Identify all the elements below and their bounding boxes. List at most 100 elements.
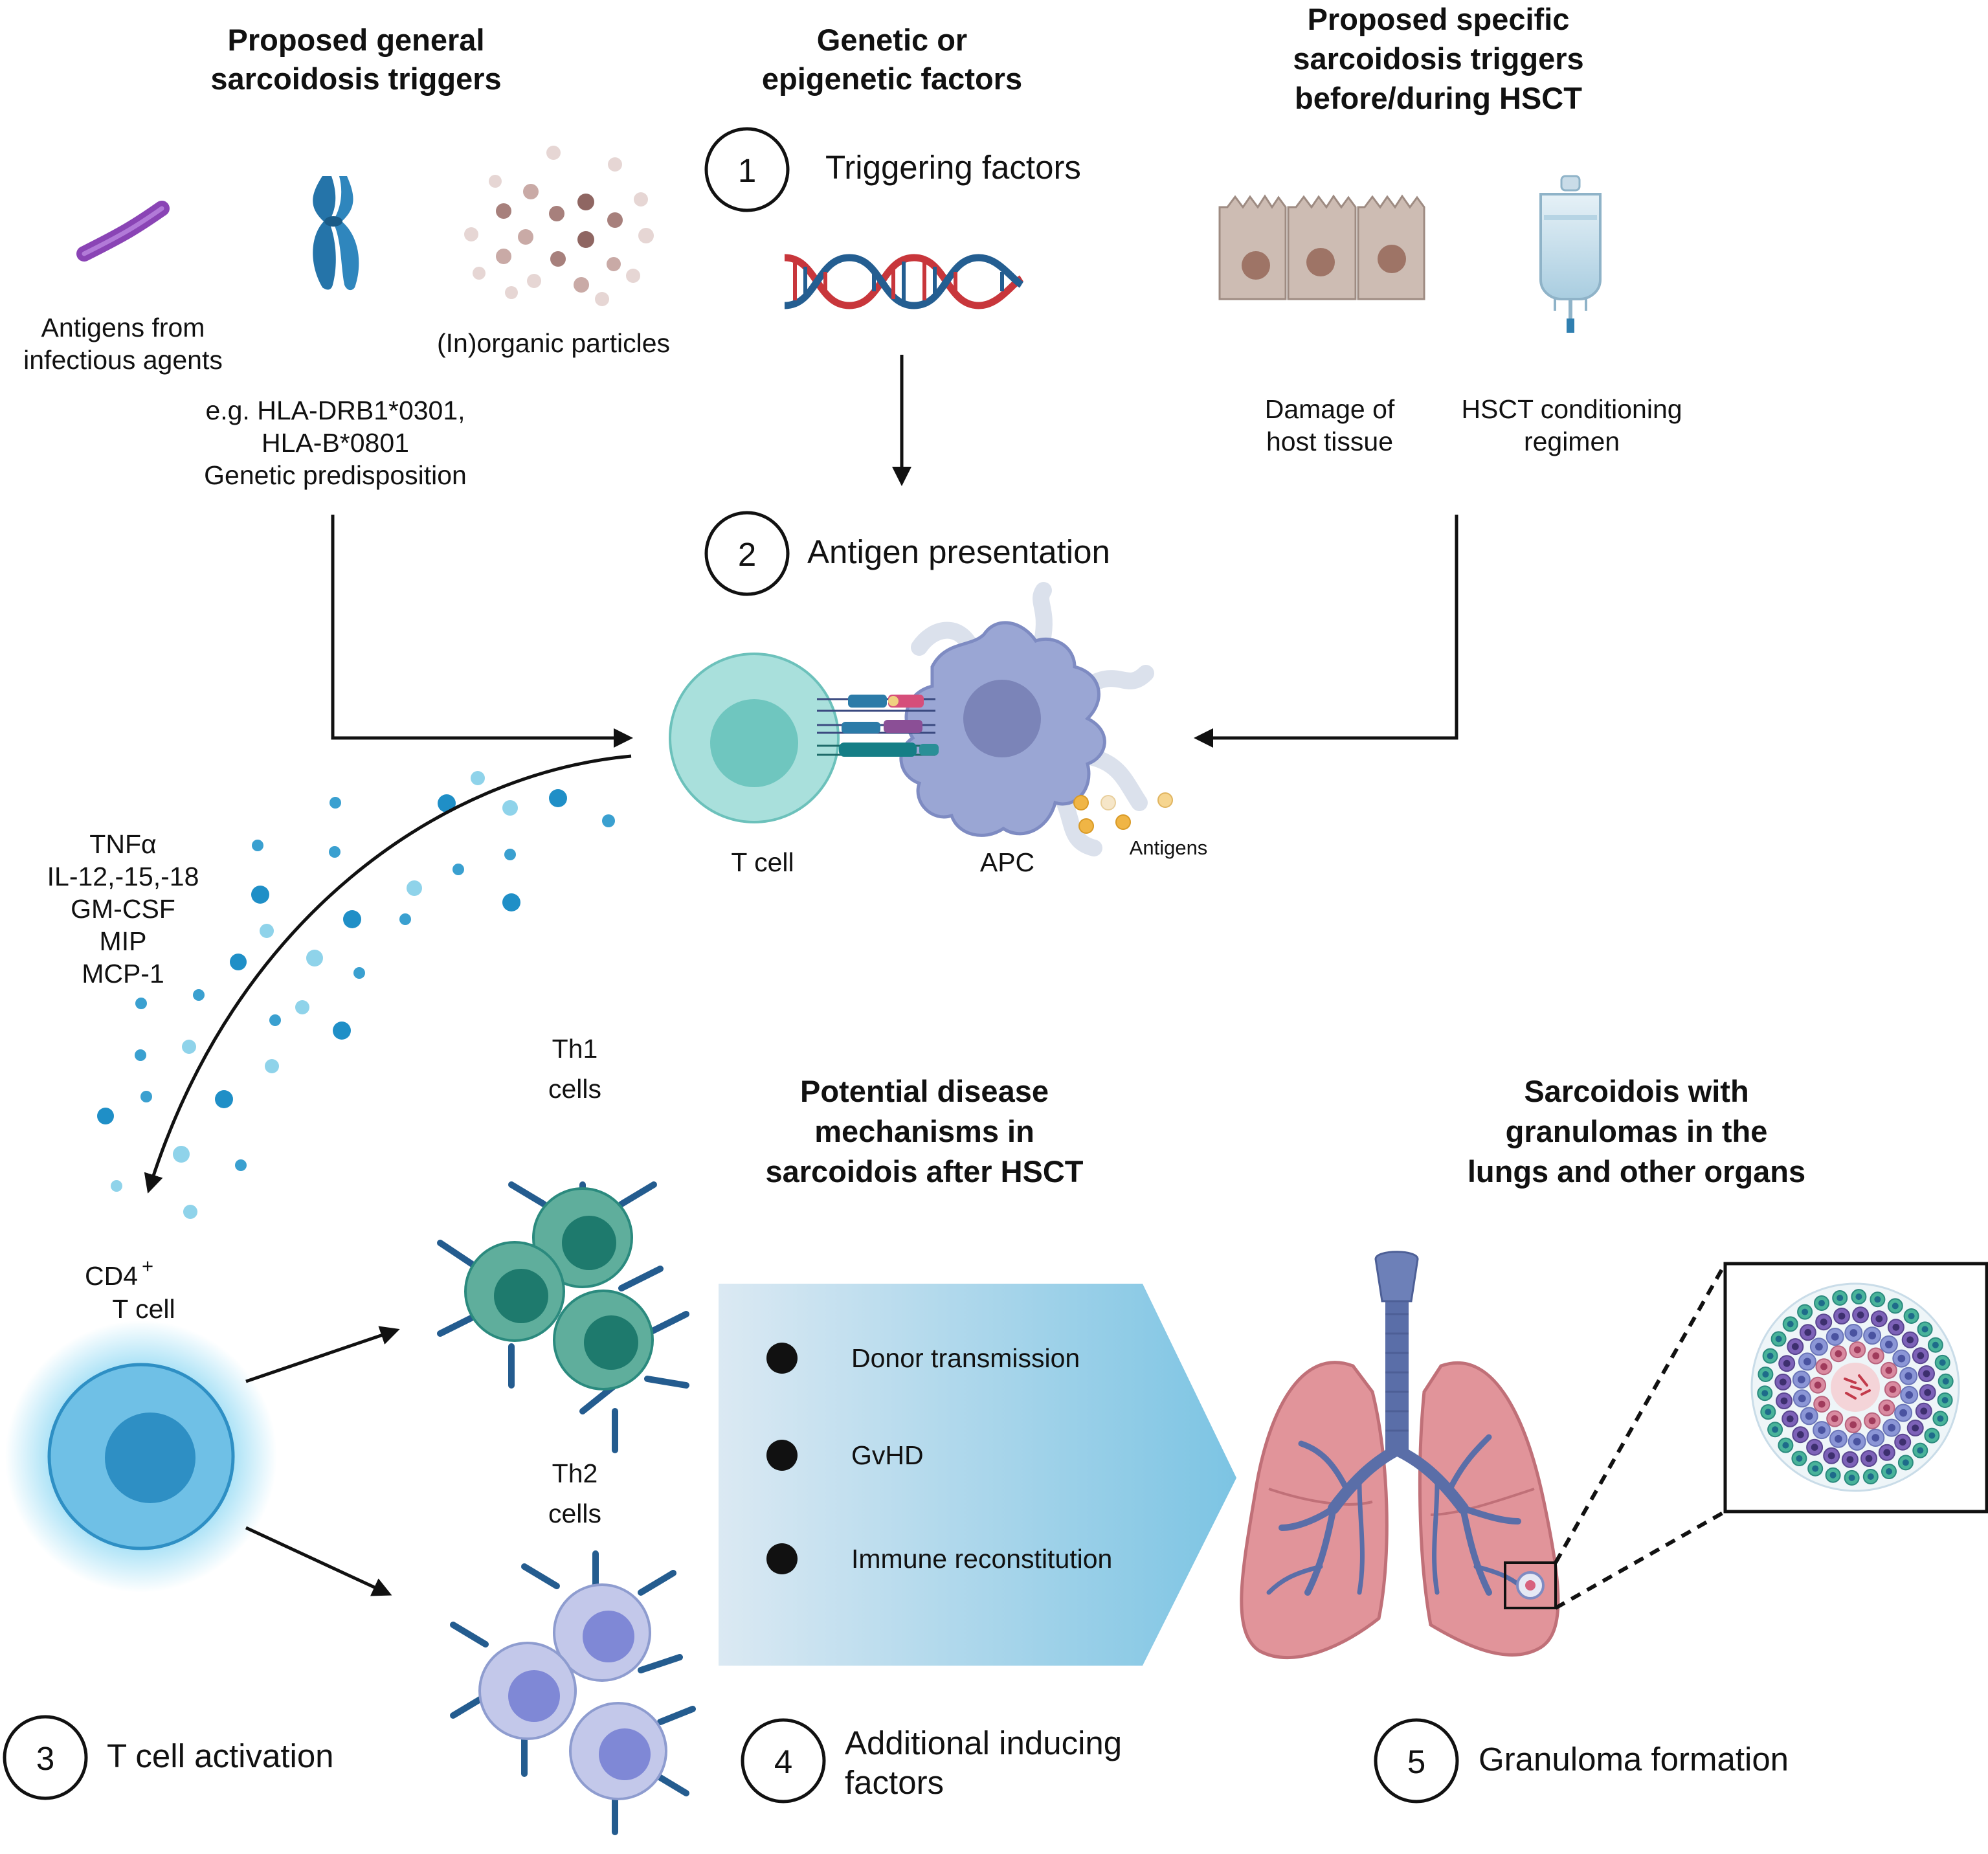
- arrow-cytokines-to-cd4: [144, 754, 632, 1194]
- particles-icon: [464, 146, 654, 306]
- granuloma-cell-nucleus: [1937, 1415, 1944, 1422]
- label-th1-cells: cells: [548, 1074, 601, 1104]
- mechanisms-arrow-shape: [719, 1284, 1236, 1666]
- label-damage-2: host tissue: [1266, 427, 1393, 456]
- granuloma-cell-nucleus: [1772, 1426, 1779, 1433]
- granuloma-cell-nucleus: [1780, 1397, 1788, 1405]
- cytokine-3: GM-CSF: [71, 894, 175, 924]
- granuloma-cell-rings: [1757, 1289, 1954, 1486]
- step-2-antigen-presentation: 2 Antigen presentation: [704, 511, 1110, 596]
- granuloma-cell-nucleus: [1827, 1452, 1835, 1460]
- granuloma-cell-nucleus: [1811, 1444, 1818, 1451]
- granuloma-cell-nucleus: [1906, 1336, 1914, 1344]
- label-genetic-1: e.g. HLA-DRB1*0301,: [205, 396, 465, 425]
- step-1-label: Triggering factors: [825, 149, 1081, 186]
- granuloma-cell-nucleus: [1853, 1438, 1861, 1446]
- granuloma-cell-nucleus: [1805, 1412, 1813, 1420]
- t-cell: [669, 653, 840, 823]
- granuloma-cell-nucleus: [1849, 1421, 1857, 1429]
- granuloma-cell-nucleus: [1761, 1390, 1769, 1397]
- bullet-3: [766, 1543, 798, 1574]
- header-genetic-line1: Genetic or: [817, 23, 967, 57]
- step-3-circle: [3, 1715, 88, 1800]
- step-5-number: 5: [1407, 1743, 1425, 1780]
- granuloma-cell-nucleus: [1802, 1308, 1809, 1315]
- granuloma-cell-nucleus: [1921, 1326, 1928, 1333]
- granuloma-cell-nucleus: [1818, 1300, 1825, 1306]
- granuloma-cell-nucleus: [1831, 1415, 1838, 1422]
- cytokine-particles: [97, 771, 615, 1219]
- granuloma-cell-nucleus: [1917, 1352, 1925, 1359]
- mechanisms-title-1: Potential disease: [800, 1074, 1049, 1108]
- step-3-number: 3: [36, 1740, 54, 1777]
- granuloma-cell-nucleus: [1779, 1378, 1787, 1386]
- step-1-circle: [704, 127, 790, 212]
- mechanisms-title-3: sarcoidois after HSCT: [765, 1154, 1083, 1189]
- granuloma-cell-nucleus: [1818, 1426, 1826, 1435]
- granuloma-cell-nucleus: [1889, 1385, 1897, 1393]
- label-conditioning-2: regimen: [1524, 427, 1620, 456]
- step-2-circle: [704, 511, 790, 596]
- th2-cells: [450, 1550, 696, 1835]
- granuloma-cell-nucleus: [1820, 1363, 1827, 1370]
- step-2-label: Antigen presentation: [807, 533, 1110, 570]
- granuloma-cell-nucleus: [1883, 1404, 1890, 1412]
- cytokine-list: TNFα IL-12,-15,-18 GM-CSF MIP MCP-1: [47, 829, 199, 988]
- step-4-number: 4: [774, 1743, 792, 1780]
- arrow-cd4-to-th1: [245, 1326, 400, 1383]
- step-5-granuloma-formation: 5 Granuloma formation: [1374, 1718, 1789, 1804]
- granuloma-cell-nucleus: [1867, 1473, 1874, 1480]
- granuloma-cell-nucleus: [1853, 1346, 1861, 1354]
- chromosome-icon: [313, 176, 359, 291]
- cytokine-5: MCP-1: [82, 959, 164, 988]
- granuloma-cell-nucleus: [1928, 1432, 1936, 1439]
- arrow-general-to-presentation: [331, 515, 633, 748]
- granuloma-cell-nucleus: [1762, 1371, 1769, 1378]
- label-th2-cells: cells: [548, 1499, 601, 1528]
- label-antigens: Antigens: [1130, 836, 1208, 859]
- granuloma-cell-nucleus: [1767, 1352, 1774, 1359]
- header-specific-line1: Proposed specific: [1308, 2, 1570, 36]
- granuloma-cell-nucleus: [1848, 1474, 1855, 1481]
- granuloma-cell-nucleus: [1857, 1311, 1864, 1319]
- dna-icon: [784, 254, 1024, 309]
- granuloma-title-1: Sarcoidois with: [1524, 1074, 1748, 1108]
- granuloma-cell-nucleus: [1849, 1329, 1858, 1337]
- granuloma-title-3: lungs and other organs: [1468, 1154, 1805, 1189]
- lungs-illustration: [1240, 1251, 1560, 1659]
- zoom-line-top: [1554, 1262, 1727, 1564]
- granuloma-cell-nucleus: [1924, 1389, 1932, 1396]
- mechanism-item-1: Donor transmission: [851, 1343, 1080, 1373]
- label-cd4: CD4: [85, 1261, 138, 1291]
- step-4-label-1: Additional inducing: [845, 1725, 1122, 1761]
- mechanisms-title-2: mechanisms in: [814, 1114, 1034, 1148]
- label-th1: Th1: [552, 1034, 598, 1064]
- header-general-line2: sarcoidosis triggers: [210, 61, 501, 96]
- granuloma-cell-nucleus: [1932, 1341, 1939, 1348]
- granuloma-cell-nucleus: [1787, 1321, 1794, 1328]
- cd4-t-cell: [5, 1321, 277, 1592]
- granuloma-cell-nucleus: [1796, 1431, 1804, 1438]
- label-th2: Th2: [552, 1458, 598, 1488]
- granuloma-cell-nucleus: [1939, 1359, 1946, 1366]
- granuloma-cell-nucleus: [1923, 1370, 1930, 1378]
- granuloma-cell-nucleus: [1897, 1354, 1906, 1363]
- granuloma-cell-nucleus: [1892, 1323, 1900, 1331]
- header-specific-triggers: Proposed specific sarcoidosis triggers b…: [1293, 2, 1583, 115]
- label-t-cell: T cell: [731, 847, 794, 877]
- bullet-2: [766, 1440, 798, 1471]
- granuloma-cell-nucleus: [1920, 1407, 1928, 1415]
- granuloma-cell-nucleus: [1868, 1417, 1876, 1425]
- zoom-line-bottom: [1554, 1510, 1726, 1610]
- header-general-line1: Proposed general: [228, 23, 485, 57]
- granuloma-cell-nucleus: [1885, 1341, 1893, 1348]
- label-cd4-t-cell: T cell: [112, 1294, 175, 1324]
- granuloma-cell-nucleus: [1783, 1359, 1791, 1367]
- antigen-particles: [1073, 792, 1173, 834]
- header-genetic-line2: epigenetic factors: [762, 61, 1022, 96]
- label-particles: (In)organic particles: [437, 328, 670, 358]
- granuloma-cell-nucleus: [1791, 1343, 1799, 1350]
- granuloma-cell-nucleus: [1942, 1378, 1949, 1385]
- granuloma-cell-nucleus: [1835, 1435, 1842, 1443]
- label-conditioning-1: HSCT conditioning: [1461, 394, 1682, 424]
